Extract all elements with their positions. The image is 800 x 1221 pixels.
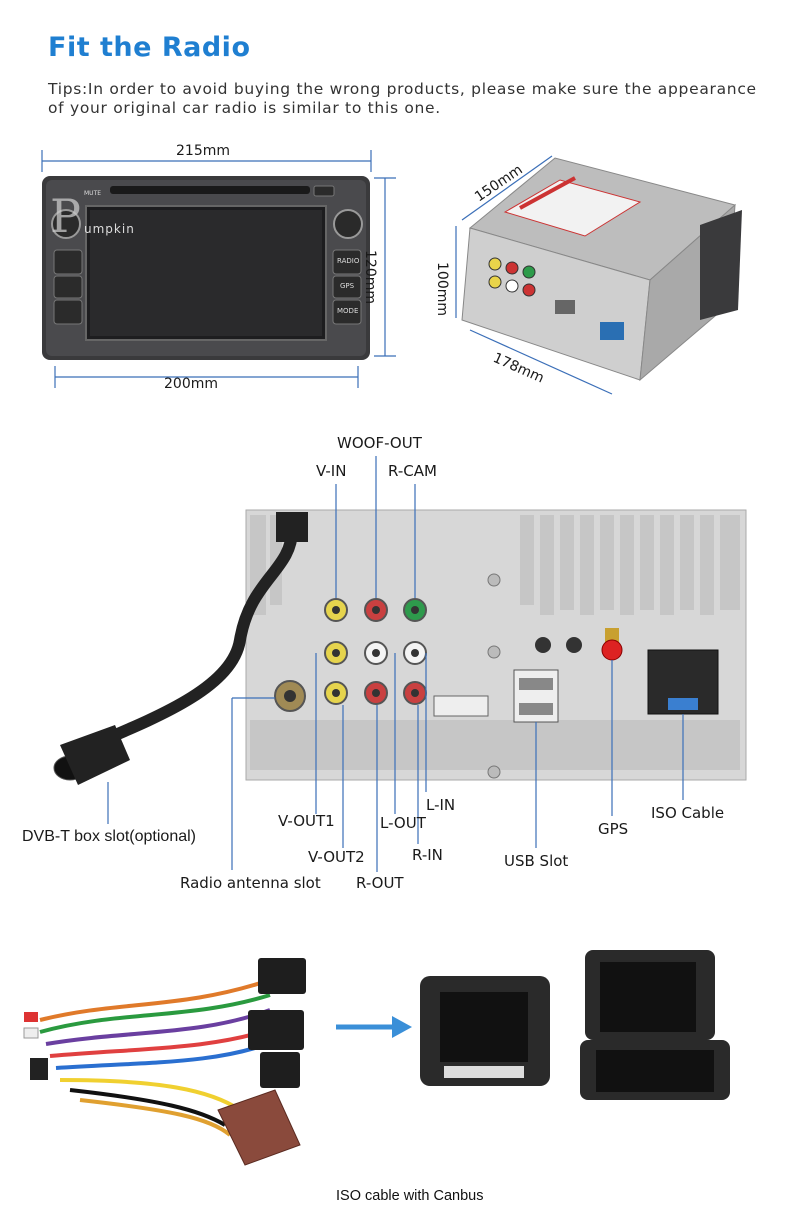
front-unit-illustration: P 215mm 200mm 120mm umpkin MUTE RADIO GP…	[0, 0, 800, 400]
dvb-t-label: DVB-T box slot(optional)	[22, 828, 196, 845]
box-unit-illustration: 150mm 100mm 178mm	[0, 0, 800, 420]
v-out2-label: V-OUT2	[308, 848, 365, 866]
mute-button-label: MUTE	[84, 190, 102, 197]
iso-cable-label: ISO Cable	[651, 804, 725, 822]
tips-text: Tips:In order to avoid buying the wrong …	[48, 80, 757, 117]
woof-out-label: WOOF-OUT	[337, 434, 422, 452]
usb-slot-label: USB Slot	[504, 852, 569, 870]
radio-button-label: RADIO	[337, 257, 360, 265]
r-cam-label: R-CAM	[388, 462, 437, 480]
r-in-label: R-IN	[412, 846, 443, 864]
radio-antenna-label: Radio antenna slot	[180, 874, 321, 892]
front-unit-svg: P	[41, 150, 396, 388]
back-panel-illustration: WOOF-OUT V-IN R-CAM DVB-T box slot(optio…	[0, 420, 800, 900]
v-in-label: V-IN	[316, 462, 347, 480]
l-in-label: L-IN	[426, 796, 456, 814]
iso-cable-illustration	[0, 940, 800, 1180]
iso-cable-svg	[23, 950, 730, 1166]
gps-label: GPS	[598, 820, 629, 838]
box-height-label: 100mm	[434, 262, 450, 316]
r-out-label: R-OUT	[356, 874, 404, 892]
page-title: Fit the Radio	[48, 32, 251, 63]
v-out1-label: V-OUT1	[278, 812, 335, 830]
front-width-bottom-label: 200mm	[164, 376, 218, 392]
svg-text:P: P	[50, 189, 81, 243]
mode-button-label: MODE	[337, 307, 359, 315]
box-unit-svg	[455, 155, 742, 395]
gps-button-label: GPS	[340, 282, 355, 290]
front-logo-text: umpkin	[84, 222, 135, 236]
iso-cable-caption: ISO cable with Canbus	[336, 1188, 484, 1204]
front-width-top-label: 215mm	[176, 143, 230, 159]
back-panel-svg	[53, 456, 747, 872]
l-out-label: L-OUT	[380, 814, 426, 832]
